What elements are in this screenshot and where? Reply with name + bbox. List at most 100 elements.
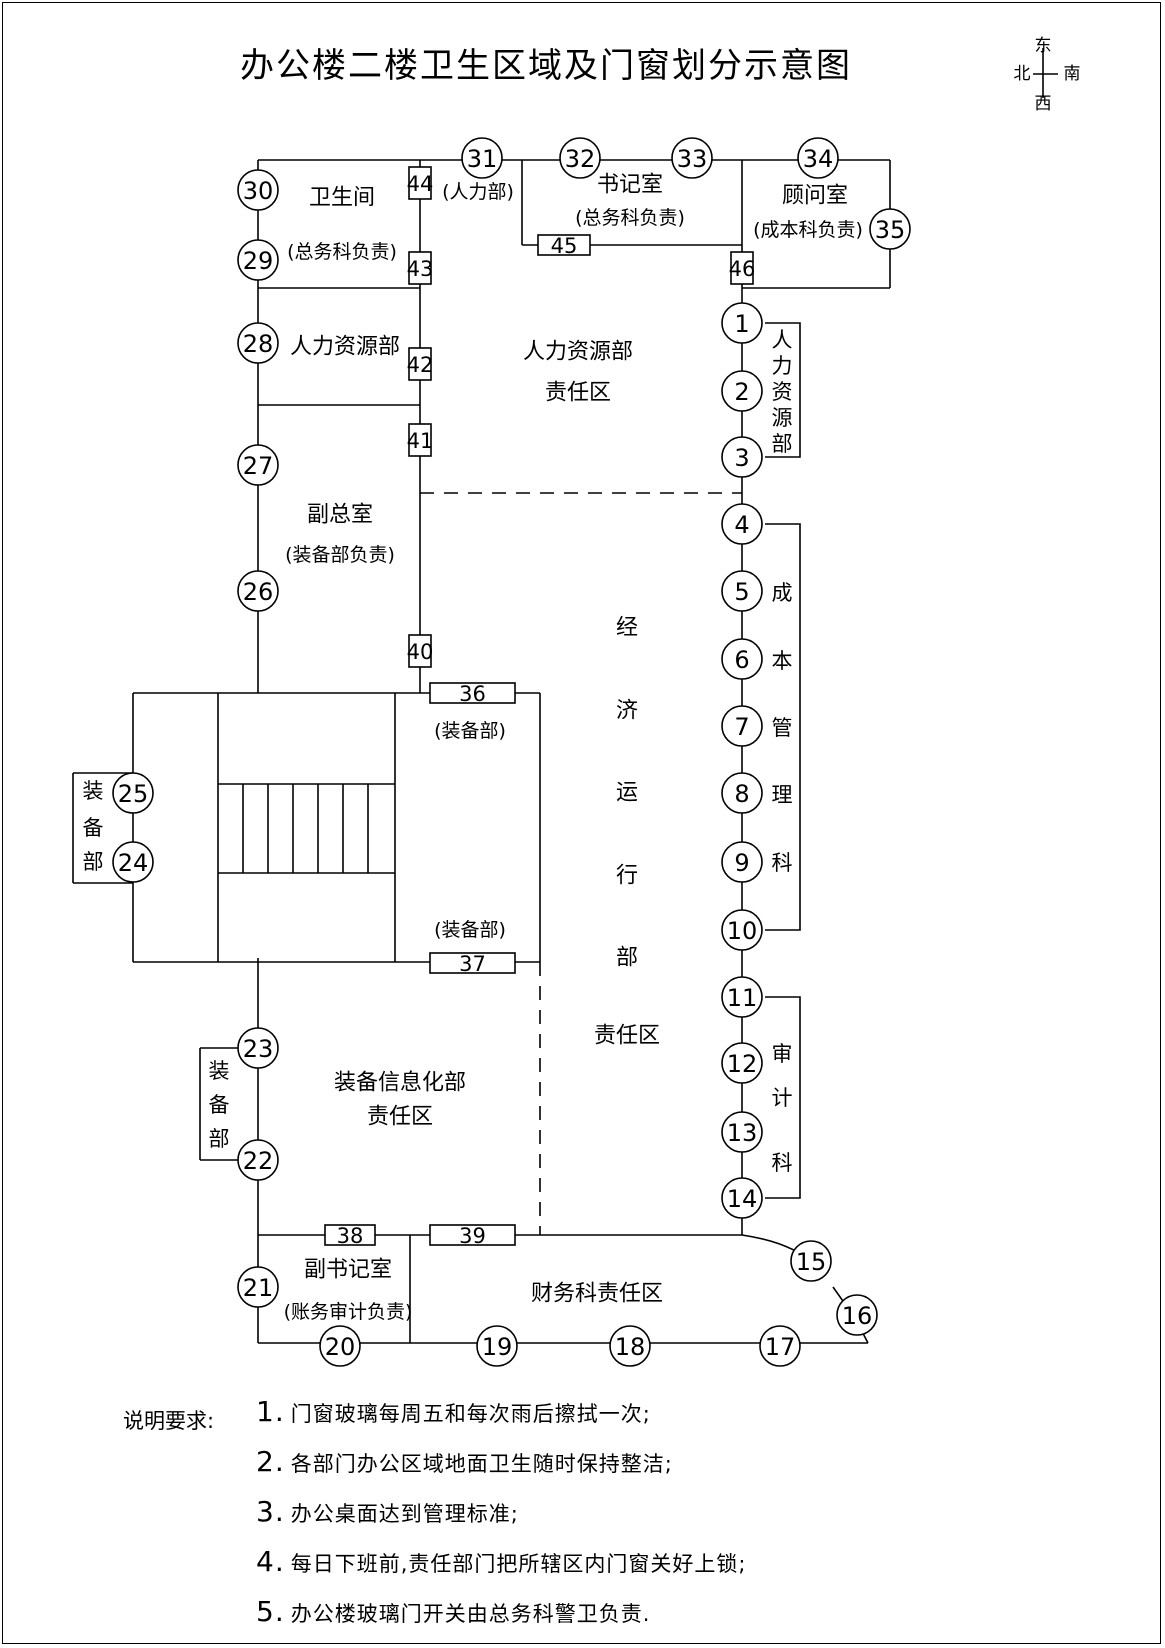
window-number: 33 bbox=[677, 145, 708, 173]
door-number: 43 bbox=[407, 257, 434, 281]
equip-door-bottom: (装备部) bbox=[434, 919, 506, 941]
note-number: 1. bbox=[256, 1395, 285, 1428]
room-labels: 东西北南卫生间(总务科负责)人力资源部(人力部)书记室(总务科负责)顾问室(成本… bbox=[83, 36, 1081, 1323]
note-text: 办公楼玻璃门开关由总务科警卫负责. bbox=[290, 1602, 651, 1626]
window-number: 7 bbox=[734, 713, 749, 741]
window-marker: 4 bbox=[721, 503, 763, 545]
window-number: 22 bbox=[243, 1147, 274, 1175]
door-number: 36 bbox=[459, 682, 486, 706]
window-number: 19 bbox=[482, 1333, 513, 1361]
window-number: 2 bbox=[734, 378, 749, 406]
compass-east: 东 bbox=[1035, 36, 1052, 56]
door-marker: 41 bbox=[407, 423, 434, 457]
door-marker: 44 bbox=[407, 166, 433, 200]
window-marker: 17 bbox=[759, 1325, 801, 1367]
window-marker: 22 bbox=[237, 1139, 279, 1181]
cost-windows-label: 科 bbox=[772, 851, 793, 875]
window-marker: 10 bbox=[721, 909, 763, 951]
window-marker: 14 bbox=[721, 1177, 763, 1219]
door-marker: 36 bbox=[429, 682, 516, 706]
note-item: 1.门窗玻璃每周五和每次雨后擦拭一次; bbox=[256, 1395, 651, 1428]
door-marker: 37 bbox=[429, 952, 516, 976]
window-marker: 33 bbox=[671, 137, 713, 179]
window-number: 23 bbox=[243, 1035, 274, 1063]
window-number: 34 bbox=[803, 145, 834, 173]
door-number: 39 bbox=[459, 1224, 486, 1248]
hr-zone-line2: 责任区 bbox=[545, 381, 611, 406]
window-marker: 11 bbox=[721, 976, 763, 1018]
window-number: 29 bbox=[243, 247, 274, 275]
economic-zone-char: 经 bbox=[616, 616, 638, 641]
window-number: 9 bbox=[734, 849, 749, 877]
window-number: 10 bbox=[727, 917, 758, 945]
economic-zone-char: 济 bbox=[616, 699, 638, 724]
window-number: 13 bbox=[727, 1119, 758, 1147]
door-marker: 46 bbox=[729, 251, 755, 285]
note-item: 5.办公楼玻璃门开关由总务科警卫负责. bbox=[256, 1595, 650, 1628]
door-number: 37 bbox=[459, 952, 486, 976]
window-marker: 32 bbox=[559, 137, 601, 179]
door-marker: 42 bbox=[407, 347, 433, 381]
hr-small-name: (人力部) bbox=[442, 181, 514, 203]
door-marker: 45 bbox=[537, 234, 591, 258]
toilet-owner: (总务科负责) bbox=[287, 241, 397, 263]
economic-zone-tail: 责任区 bbox=[594, 1024, 660, 1049]
cost-windows-label: 本 bbox=[772, 649, 793, 673]
notes-label: 说明要求: bbox=[123, 1409, 215, 1433]
door-marker: 43 bbox=[407, 251, 434, 285]
window-marker: 9 bbox=[721, 841, 763, 883]
window-number: 24 bbox=[118, 849, 149, 877]
hr-zone-line1: 人力资源部 bbox=[523, 340, 633, 365]
equip-left-upper-label: 部 bbox=[83, 850, 104, 874]
equip-left-lower-label: 装 bbox=[209, 1059, 230, 1083]
hr-windows-label: 力 bbox=[772, 354, 793, 378]
deputy-owner: (装备部负责) bbox=[285, 544, 395, 566]
hr-office-name: 人力资源部 bbox=[290, 335, 400, 360]
window-number: 20 bbox=[325, 1333, 356, 1361]
window-marker: 6 bbox=[721, 638, 763, 680]
compass-north: 北 bbox=[1014, 64, 1031, 84]
note-number: 4. bbox=[256, 1545, 285, 1578]
window-marker: 3 bbox=[721, 436, 763, 478]
audit-windows-label: 审 bbox=[772, 1042, 793, 1066]
window-number: 30 bbox=[243, 177, 274, 205]
hr-windows-label: 人 bbox=[772, 328, 793, 352]
economic-zone-char: 运 bbox=[616, 781, 638, 806]
note-number: 3. bbox=[256, 1495, 285, 1528]
window-marker: 25 bbox=[112, 772, 154, 814]
window-number: 12 bbox=[727, 1050, 758, 1078]
window-marker: 34 bbox=[797, 137, 839, 179]
door-number: 38 bbox=[337, 1224, 364, 1248]
window-number: 35 bbox=[875, 216, 906, 244]
window-marker: 12 bbox=[721, 1042, 763, 1084]
equip-info-line1: 装备信息化部 bbox=[334, 1071, 466, 1096]
window-marker: 30 bbox=[237, 169, 279, 211]
door-marker: 39 bbox=[429, 1224, 516, 1248]
equip-left-upper-label: 装 bbox=[83, 779, 104, 803]
window-marker: 21 bbox=[237, 1266, 279, 1308]
equip-left-upper-label: 备 bbox=[83, 816, 104, 840]
window-marker: 31 bbox=[461, 137, 503, 179]
note-item: 4.每日下班前,责任部门把所辖区内门窗关好上锁; bbox=[256, 1545, 746, 1578]
deputy-name: 副总室 bbox=[307, 503, 373, 528]
economic-zone-char: 部 bbox=[616, 946, 638, 971]
note-text: 各部门办公区域地面卫生随时保持整洁; bbox=[290, 1452, 673, 1476]
window-marker: 29 bbox=[237, 239, 279, 281]
toilet-name: 卫生间 bbox=[309, 186, 375, 211]
window-number: 17 bbox=[765, 1333, 796, 1361]
window-number: 25 bbox=[118, 780, 149, 808]
window-number: 16 bbox=[842, 1302, 873, 1330]
finance-zone-name: 财务科责任区 bbox=[531, 1282, 663, 1307]
cost-windows-label: 理 bbox=[772, 783, 793, 807]
door-number: 41 bbox=[407, 429, 434, 453]
window-marker: 16 bbox=[836, 1294, 878, 1336]
hr-windows-label: 资 bbox=[772, 380, 793, 404]
window-marker: 35 bbox=[869, 208, 911, 250]
diagram-title: 办公楼二楼卫生区域及门窗划分示意图 bbox=[240, 46, 852, 86]
window-marker: 5 bbox=[721, 570, 763, 612]
advisor-name: 顾问室 bbox=[782, 184, 848, 209]
note-number: 2. bbox=[256, 1445, 285, 1478]
window-number: 3 bbox=[734, 444, 749, 472]
door-marker: 40 bbox=[407, 634, 433, 668]
